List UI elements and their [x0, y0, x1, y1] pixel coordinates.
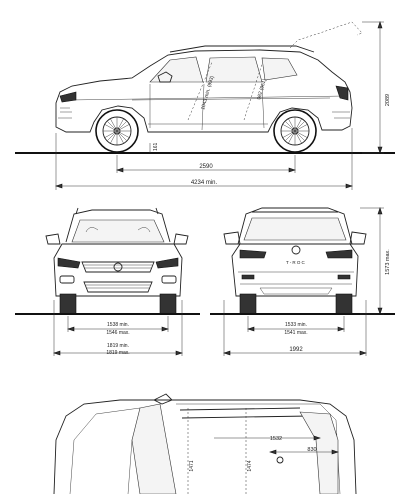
front-left-headlight	[57, 257, 81, 269]
height-label: 2089	[385, 94, 391, 106]
top-front-seat-label: 1471	[189, 460, 195, 471]
rear-right-tire	[335, 293, 353, 315]
tail-light	[335, 85, 349, 101]
top-interior-width-label: 1532	[270, 436, 282, 442]
front-view: 1538 min. 1546 max. 1819 min. 1819 max.	[15, 207, 200, 356]
roof-rail	[169, 45, 315, 53]
rear-window	[243, 217, 347, 241]
side-view: 2089 161 1043 min. (993) 982 (961) 2590 …	[15, 21, 395, 190]
front-left-mirror	[45, 233, 61, 245]
ground-clearance-label: 161	[153, 142, 159, 151]
front-width-label-2: 1819 max.	[106, 350, 129, 356]
rear-track-dimension	[247, 316, 345, 332]
rear-bumper-lines	[238, 271, 354, 285]
length-label: 4234 min.	[191, 180, 218, 186]
front-wheel	[95, 109, 139, 153]
headroom-rear-line	[243, 63, 263, 121]
door-seams	[131, 83, 331, 131]
side-mirror	[157, 71, 173, 83]
rear-width-label: 1992	[289, 347, 303, 353]
front-right-tire	[159, 293, 177, 315]
front-left-foglight	[59, 275, 75, 284]
rear-right-taillight	[325, 249, 353, 259]
character-line	[69, 95, 346, 101]
front-logo	[113, 262, 123, 272]
front-right-headlight	[155, 257, 179, 269]
rear-left-tire	[239, 293, 257, 315]
rear-wheel	[273, 109, 317, 153]
front-width-dimension	[53, 300, 183, 356]
front-roof-outline	[65, 209, 171, 243]
rear-bumper	[332, 111, 350, 119]
wheelbase-label: 2590	[199, 164, 213, 170]
rear-logo	[291, 245, 301, 255]
front-right-foglight	[161, 275, 177, 284]
front-right-mirror	[173, 233, 189, 245]
top-rear-seat-label: 1474	[247, 460, 253, 471]
rear-height-label: 1573 max.	[385, 249, 391, 275]
front-left-tire	[59, 293, 77, 315]
tailgate-open-outline	[289, 21, 363, 49]
rear-diffuser	[259, 287, 333, 295]
front-track-label-1: 1538 min.	[107, 322, 129, 328]
front-headlight	[59, 91, 77, 103]
front-windshield	[71, 219, 165, 243]
rear-left-taillight	[239, 249, 267, 259]
rear-reflectors	[241, 274, 351, 280]
front-track-label-2: 1546 max.	[106, 330, 129, 336]
front-track-dimension	[67, 316, 169, 332]
rear-quarter-window	[261, 57, 298, 81]
rear-left-mirror	[223, 231, 241, 245]
headroom-front-line	[187, 61, 213, 121]
top-roof-rails	[179, 407, 311, 419]
rear-view: T-ROC 1573 max. 1533 min. 1541 max. 1992	[210, 207, 395, 356]
top-mirror	[152, 393, 173, 405]
top-rear-logo	[276, 456, 284, 464]
top-rear-window	[299, 411, 339, 494]
length-dimension	[55, 128, 353, 190]
rear-right-mirror	[349, 231, 367, 245]
front-grille	[81, 261, 155, 273]
rear-height-dimension	[360, 207, 384, 315]
front-roof-rails	[75, 207, 159, 215]
top-view: 1532 830 1471 1474	[53, 393, 357, 494]
front-width-label-1: 1819 min.	[107, 343, 129, 349]
headroom-rear-label: 982 (961)	[256, 78, 268, 101]
rear-roof-outline	[237, 207, 353, 245]
top-rear-length-label: 830	[307, 447, 316, 453]
height-dimension	[362, 21, 384, 154]
rear-track-label-2: 1541 max.	[284, 330, 307, 336]
side-body-outline	[55, 49, 353, 133]
front-seats	[85, 227, 151, 233]
front-grille-side	[58, 107, 72, 119]
front-lower-grille	[83, 281, 153, 293]
top-body-outline	[53, 399, 357, 494]
rear-track-label-1: 1533 min.	[285, 322, 307, 328]
rear-model-badge: T-ROC	[286, 260, 306, 265]
rear-width-dimension	[223, 300, 367, 356]
rear-door-window	[205, 56, 263, 83]
front-window	[149, 56, 204, 83]
top-windshield	[131, 403, 177, 494]
